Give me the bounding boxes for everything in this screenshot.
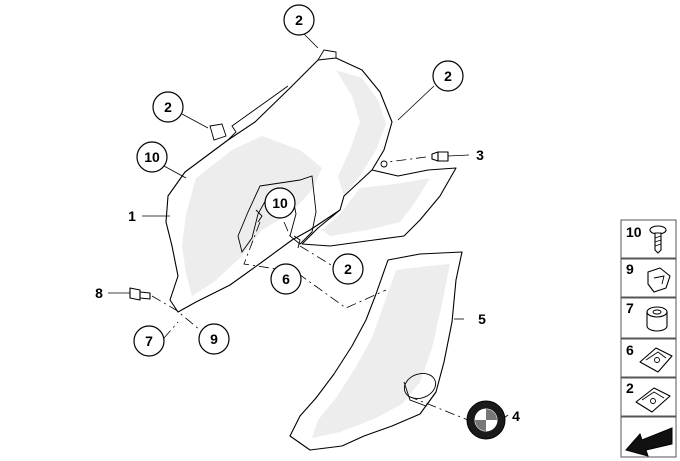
legend-item-arrow — [620, 416, 677, 458]
callout-1: 1 — [128, 208, 136, 224]
svg-text:2: 2 — [344, 261, 352, 277]
legend-item-10: 10 — [620, 219, 677, 259]
emblem-part-4 — [466, 400, 506, 440]
svg-text:7: 7 — [626, 300, 634, 316]
svg-text:9: 9 — [626, 261, 634, 277]
rubber-grommet-icon — [646, 306, 668, 332]
callout-2-right: 2 — [432, 60, 464, 92]
bolt-part-8 — [129, 287, 151, 301]
callout-4: 4 — [512, 408, 520, 424]
screw-part-3 — [431, 151, 449, 162]
callout-2-top: 2 — [283, 4, 315, 36]
screw-icon — [649, 225, 667, 254]
svg-text:2: 2 — [295, 12, 303, 28]
svg-text:7: 7 — [145, 333, 153, 349]
legend: 10 9 7 — [620, 219, 677, 458]
svg-text:5: 5 — [478, 311, 486, 327]
legend-item-6: 6 — [620, 338, 677, 378]
legend-item-9: 9 — [620, 258, 677, 298]
legend-item-2: 2 — [620, 377, 677, 417]
lower-fairing-wing — [301, 160, 457, 247]
callout-10-mid: 10 — [264, 187, 296, 219]
leader-lines — [108, 33, 509, 419]
svg-text:6: 6 — [282, 271, 290, 287]
callout-9: 9 — [198, 323, 230, 355]
side-cover-part-5 — [289, 251, 463, 451]
callout-2-left: 2 — [152, 91, 184, 123]
svg-text:2: 2 — [164, 99, 172, 115]
svg-text:2: 2 — [626, 380, 634, 396]
arrow-icon — [625, 427, 673, 457]
spring-nut-icon — [639, 347, 673, 373]
callout-10-top: 10 — [136, 141, 168, 173]
callout-8: 8 — [95, 285, 103, 301]
svg-text:3: 3 — [476, 147, 484, 163]
callout-3: 3 — [476, 147, 484, 163]
svg-text:10: 10 — [272, 195, 288, 211]
callout-5: 5 — [478, 311, 486, 327]
spring-nut-small-icon — [635, 387, 671, 413]
callout-6: 6 — [270, 263, 302, 295]
side-panel-part-1 — [165, 49, 393, 313]
assembly-lines — [151, 156, 469, 421]
svg-text:8: 8 — [95, 285, 103, 301]
svg-text:1: 1 — [128, 208, 136, 224]
svg-text:9: 9 — [210, 331, 218, 347]
svg-text:10: 10 — [626, 224, 642, 240]
svg-text:4: 4 — [512, 408, 520, 424]
svg-text:10: 10 — [144, 149, 160, 165]
svg-text:6: 6 — [626, 342, 634, 358]
callout-2-mid: 2 — [332, 253, 364, 285]
svg-text:2: 2 — [444, 68, 452, 84]
legend-item-7: 7 — [620, 297, 677, 339]
clip-nut-icon — [647, 267, 671, 293]
callout-7: 7 — [133, 325, 165, 357]
